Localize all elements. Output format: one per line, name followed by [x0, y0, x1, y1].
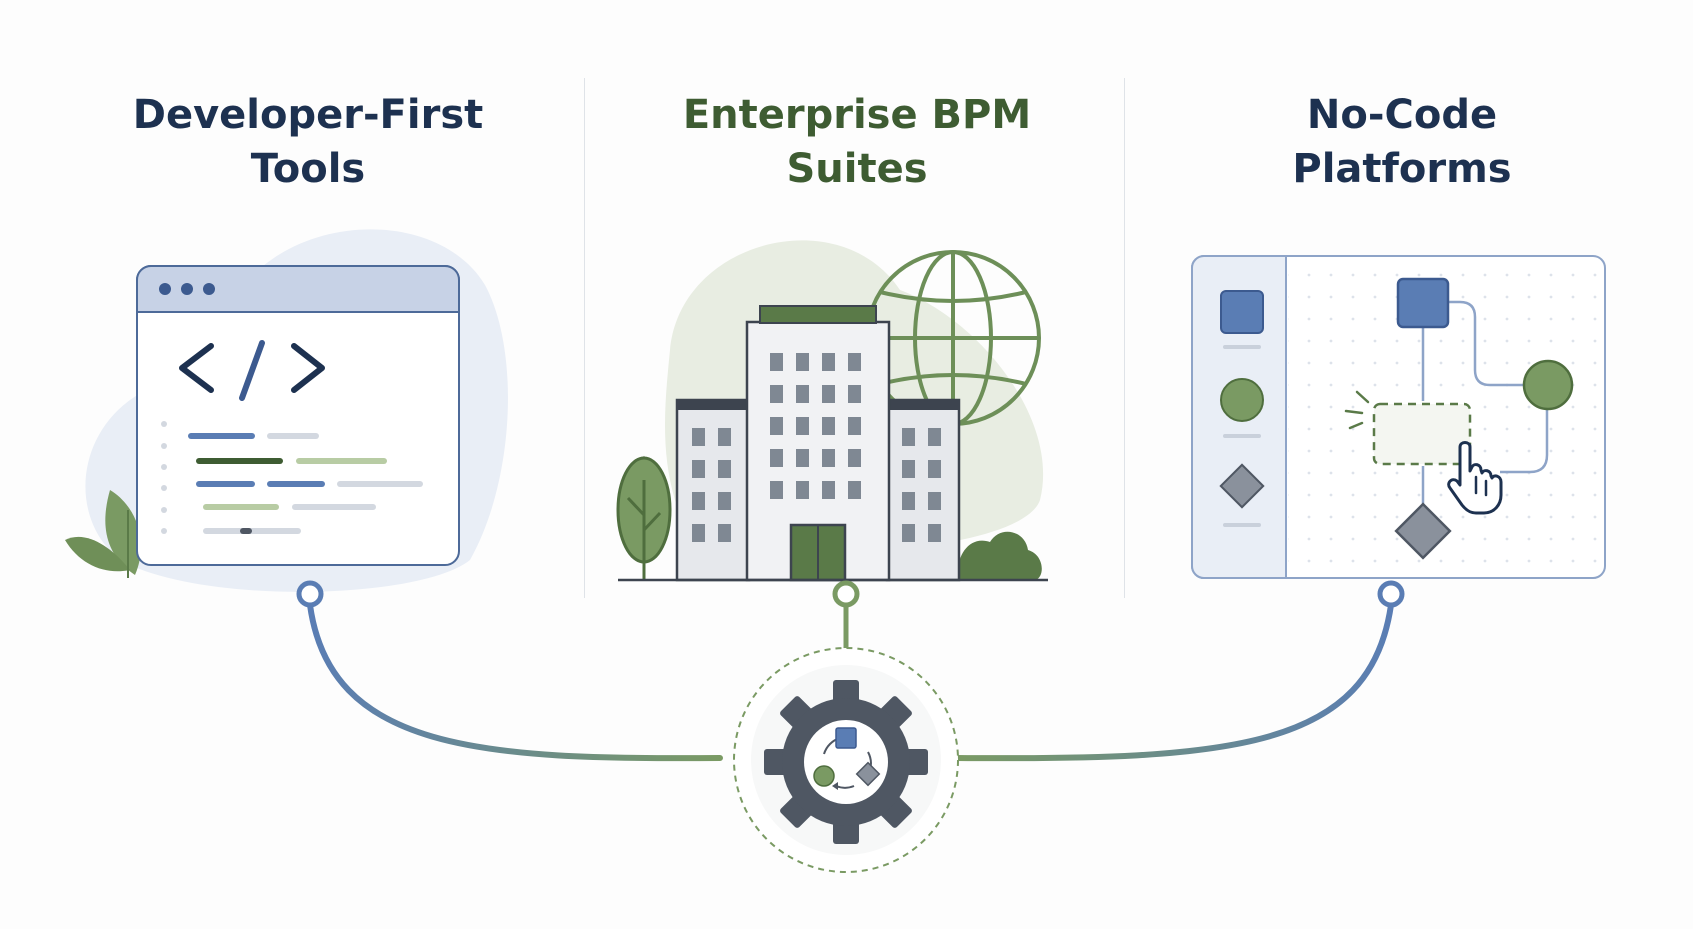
- flow-editor-icon: [1191, 255, 1606, 579]
- connector-middle: [832, 580, 860, 650]
- leaf-icon: [65, 490, 141, 578]
- column-divider-right: [1124, 78, 1125, 598]
- title-developer-first: Developer-First Tools: [132, 92, 484, 192]
- globe-icon: [865, 250, 1041, 426]
- connector-left: [296, 580, 723, 762]
- gear-hub: [733, 647, 959, 873]
- pointer-hand-icon: [1447, 441, 1503, 515]
- gear-icon: [764, 680, 928, 844]
- tree-icon: [616, 455, 672, 580]
- office-building-icon: [616, 240, 1048, 582]
- title-enterprise-bpm: Enterprise BPM Suites: [682, 92, 1032, 192]
- column-divider-left: [584, 78, 585, 598]
- code-window-icon: [65, 229, 508, 592]
- connector-right: [953, 580, 1405, 762]
- title-no-code: No-Code Platforms: [1292, 92, 1512, 192]
